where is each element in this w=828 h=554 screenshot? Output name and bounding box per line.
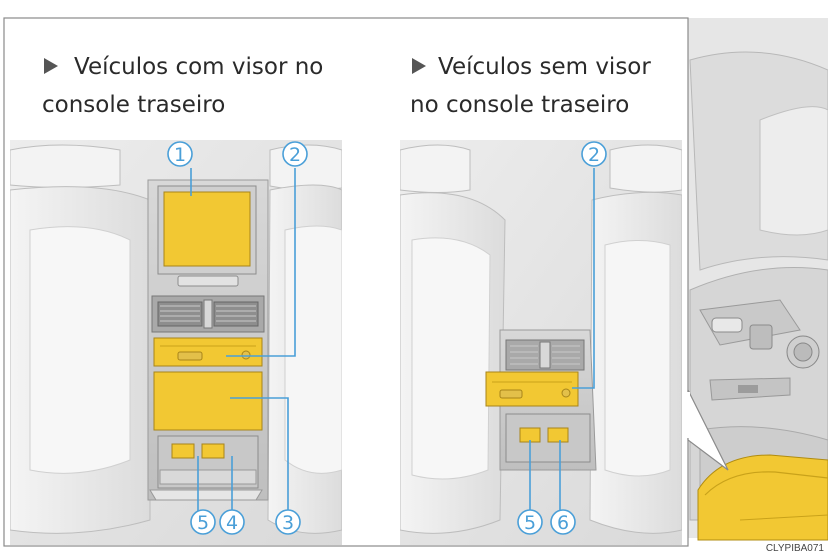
left-heading-line1: Veículos com visor no <box>74 54 323 80</box>
callout-6: 6 <box>550 509 576 535</box>
callout-5: 5 <box>190 509 216 535</box>
outlet-6-highlight <box>547 427 569 443</box>
rear-display-highlight <box>163 191 251 267</box>
right-leader-lines <box>529 168 595 512</box>
callout-4: 4 <box>219 509 245 535</box>
svg-text:1: 1 <box>174 144 186 166</box>
outlet-4-highlight <box>171 443 195 459</box>
right-heading-line2: no console traseiro <box>410 92 629 118</box>
callout-3: 3 <box>275 509 301 535</box>
left-illustration <box>10 140 342 545</box>
callout-1: 1 <box>167 141 193 167</box>
svg-text:2: 2 <box>588 144 600 166</box>
left-heading: Veículos com visor no console traseiro <box>42 54 323 118</box>
svg-text:5: 5 <box>524 512 536 534</box>
right-heading: Veículos sem visor no console traseiro <box>410 54 651 118</box>
svg-text:3: 3 <box>282 512 294 534</box>
image-code: CLYPIBA071 <box>766 543 825 554</box>
svg-text:6: 6 <box>557 512 569 534</box>
callout-2: 2 <box>581 141 607 167</box>
control-panel-highlight <box>485 371 579 407</box>
lower-panel-highlight <box>153 371 263 431</box>
outlet-5-highlight <box>519 427 541 443</box>
svg-text:5: 5 <box>197 512 209 534</box>
right-heading-line1: Veículos sem visor <box>438 54 651 80</box>
outlet-5-highlight <box>201 443 225 459</box>
door-scene <box>680 18 828 541</box>
callout-2: 2 <box>282 141 308 167</box>
svg-text:2: 2 <box>289 144 301 166</box>
callout-5: 5 <box>517 509 543 535</box>
triangle-bullet-icon <box>44 58 58 74</box>
left-heading-line2: console traseiro <box>42 92 225 118</box>
right-illustration <box>400 140 682 545</box>
triangle-bullet-icon <box>412 58 426 74</box>
svg-text:4: 4 <box>226 512 238 534</box>
